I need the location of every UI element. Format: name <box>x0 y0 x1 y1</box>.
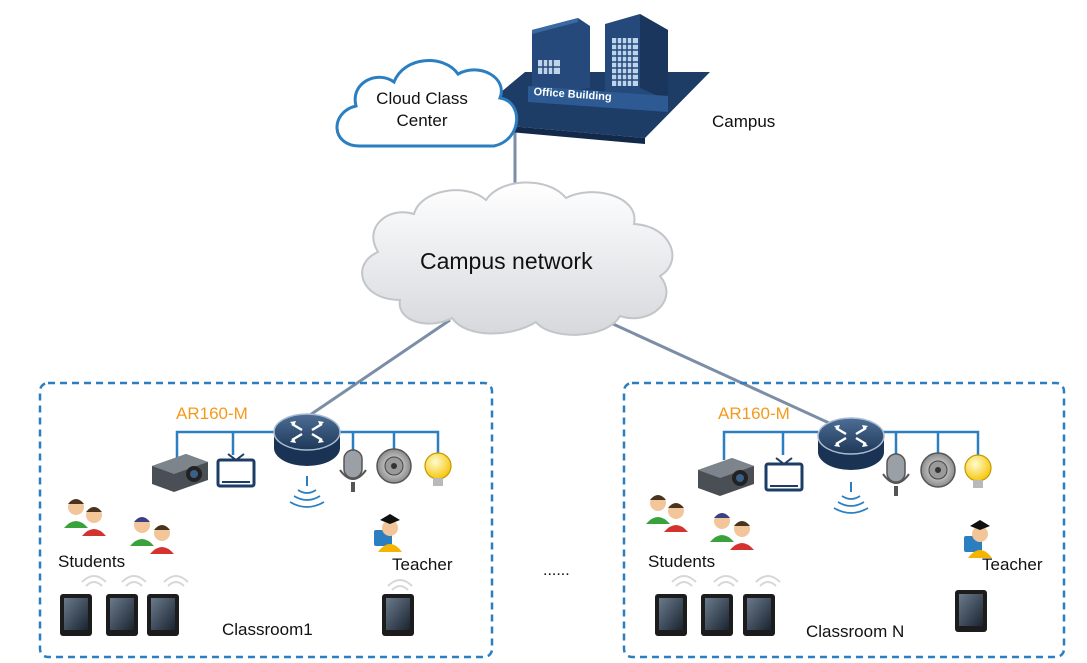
campus-network-cloud <box>361 181 674 336</box>
link-network-classroomN <box>599 316 841 430</box>
classroomN-devices <box>646 417 992 636</box>
classroom1-students-label: Students <box>58 552 126 571</box>
classroom1-teacher-label: Teacher <box>392 555 453 574</box>
speaker-icon <box>376 448 412 484</box>
student-tablet-icon <box>147 594 179 636</box>
microphone-icon <box>882 453 910 496</box>
campus-label: Campus <box>712 112 776 131</box>
projector-icon <box>698 458 754 496</box>
classroomN-name-label: Classroom N <box>806 622 905 641</box>
speaker-icon <box>920 452 956 488</box>
student-tablet-icon <box>60 594 92 636</box>
tv-icon <box>764 457 804 492</box>
tv-icon <box>216 453 256 488</box>
classroomN-boundary <box>622 381 1066 659</box>
cloud-class-center-label: Cloud Class Center <box>364 88 480 132</box>
classroom1-devices <box>60 413 452 636</box>
teacher-tablet-icon <box>955 590 987 632</box>
student-tablet-icon <box>701 594 733 636</box>
students-icon <box>64 499 174 554</box>
cloud-class-center-line2: Center <box>396 111 448 130</box>
students-icon <box>646 495 754 550</box>
student-tablet-icon <box>106 594 138 636</box>
light-bulb-icon <box>964 454 992 488</box>
classroom1-name-label: Classroom1 <box>222 620 313 639</box>
classroom1-boundary <box>38 381 494 659</box>
router-icon <box>817 417 885 514</box>
classroom1-router-label: AR160-M <box>176 404 248 423</box>
link-network-classroom1 <box>309 318 451 417</box>
microphone-icon <box>339 449 367 492</box>
student-tablet-icon <box>743 594 775 636</box>
ellipsis-label: ...... <box>543 562 570 579</box>
light-bulb-icon <box>424 452 452 486</box>
student-tablet-icon <box>655 594 687 636</box>
classroomN-students-label: Students <box>648 552 716 571</box>
teacher-tablet-icon <box>382 594 414 636</box>
cloud-class-center-line1: Cloud Class <box>376 89 468 108</box>
classroomN-teacher-label: Teacher <box>982 555 1043 574</box>
classroomN-router-label: AR160-M <box>718 404 790 423</box>
projector-icon <box>152 454 208 492</box>
router-icon <box>273 413 341 508</box>
cloud-class-center-icon <box>335 59 518 148</box>
campus-network-label: Campus network <box>420 248 593 274</box>
teacher-icon <box>964 520 992 558</box>
teacher-icon <box>374 514 402 552</box>
